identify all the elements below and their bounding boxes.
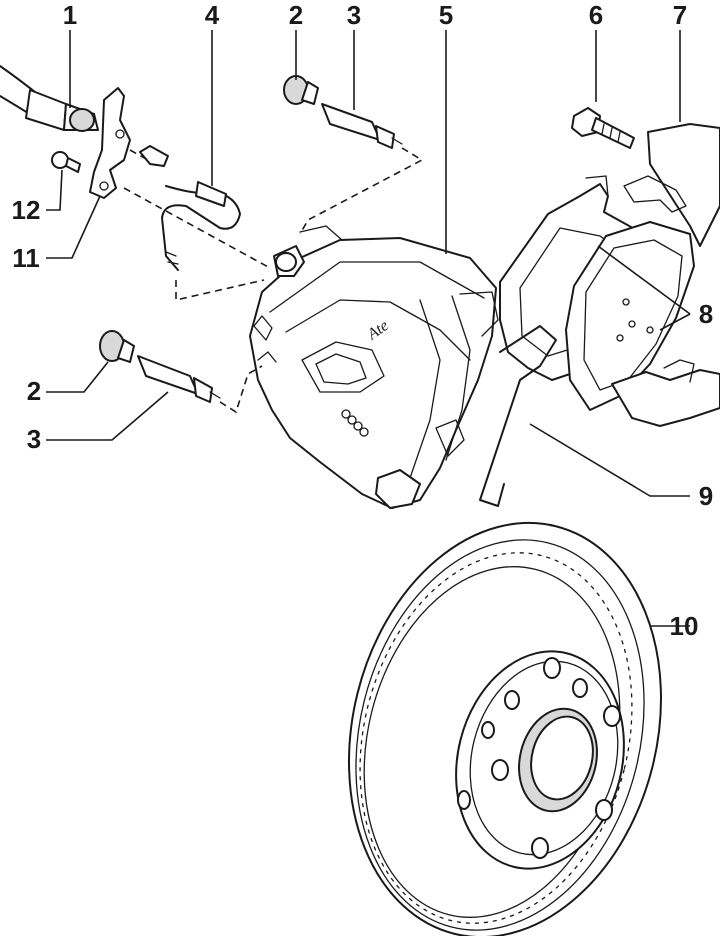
guide-pin-lower (99, 330, 221, 403)
callout-2-lower: 2 (27, 376, 41, 406)
mounting-bolt (571, 107, 635, 149)
callout-11: 11 (12, 243, 40, 273)
callout-3-upper: 3 (347, 0, 361, 30)
brake-disc (348, 521, 662, 936)
callout-8: 8 (699, 299, 713, 329)
callout-3-lower: 3 (27, 424, 41, 454)
assembly-dash-lines (123, 147, 424, 414)
callout-2-upper: 2 (289, 0, 303, 30)
callout-1: 1 (63, 0, 77, 30)
bracket-screw (51, 151, 81, 173)
hose-bracket (89, 87, 131, 199)
guide-pin-upper (283, 75, 403, 149)
brake-hose (0, 65, 99, 132)
callout-6: 6 (589, 0, 603, 30)
brake-pads (479, 175, 695, 507)
callout-10: 10 (670, 611, 699, 641)
callout-labels: 1 2 2 3 3 4 5 6 7 8 9 10 11 12 (12, 0, 714, 641)
callout-7: 7 (673, 0, 687, 30)
wear-sensor-wire (139, 145, 241, 271)
callout-5: 5 (439, 0, 453, 30)
brake-caliper: Ate (249, 225, 499, 509)
callout-9: 9 (699, 481, 713, 511)
brake-carrier (611, 123, 720, 427)
callout-4: 4 (205, 0, 220, 30)
callout-12: 12 (12, 195, 41, 225)
callout-leader-lines (46, 30, 691, 627)
